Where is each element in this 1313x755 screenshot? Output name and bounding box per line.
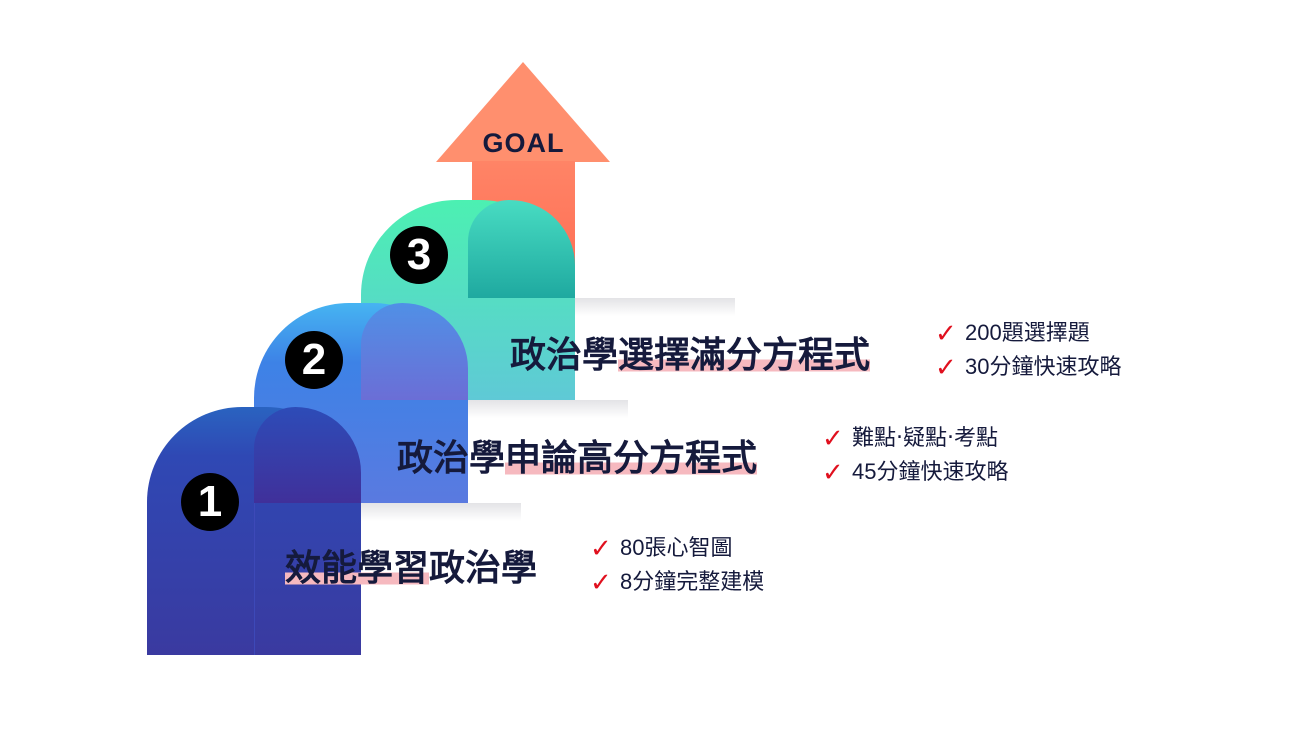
title-highlight: 選擇滿分方程式 bbox=[618, 334, 871, 375]
list-item: ✓ 難點‧疑點‧考點 bbox=[822, 421, 1008, 455]
bullet-text: 8分鐘完整建模 bbox=[620, 569, 765, 594]
list-item: ✓ 200題選擇題 bbox=[935, 316, 1121, 350]
step2-number-badge: 2 bbox=[285, 331, 343, 389]
title-highlight: 效能學習 bbox=[285, 547, 430, 588]
check-icon: ✓ bbox=[590, 567, 612, 597]
title-text: 政治學 bbox=[510, 334, 619, 375]
goal-arrow-head bbox=[436, 62, 610, 162]
title-text: 政治學 bbox=[429, 547, 538, 588]
step1-tread-shadow bbox=[361, 503, 521, 521]
step2-bullets: ✓ 難點‧疑點‧考點 ✓ 45分鐘快速攻略 bbox=[822, 421, 1008, 489]
step3-bullets: ✓ 200題選擇題 ✓ 30分鐘快速攻略 bbox=[935, 316, 1121, 384]
step2-tread-shadow bbox=[468, 400, 628, 418]
check-icon: ✓ bbox=[822, 457, 844, 487]
bullet-text: 200題選擇題 bbox=[965, 320, 1090, 345]
check-icon: ✓ bbox=[822, 423, 844, 453]
step1-number-badge: 1 bbox=[181, 473, 239, 531]
step1-edge bbox=[254, 503, 255, 655]
goal-label: GOAL bbox=[482, 128, 565, 158]
bullet-text: 難點‧疑點‧考點 bbox=[852, 425, 998, 450]
step3-tread-shadow bbox=[575, 298, 735, 316]
title-text: 政治學 bbox=[397, 437, 506, 478]
step1-bullets: ✓ 80張心智圖 ✓ 8分鐘完整建模 bbox=[590, 531, 764, 599]
step3-title: 政治學選擇滿分方程式 bbox=[510, 333, 871, 377]
check-icon: ✓ bbox=[935, 318, 957, 348]
list-item: ✓ 45分鐘快速攻略 bbox=[822, 455, 1008, 489]
check-icon: ✓ bbox=[935, 352, 957, 382]
bullet-text: 80張心智圖 bbox=[620, 535, 733, 560]
bullet-text: 45分鐘快速攻略 bbox=[852, 459, 1009, 484]
step2-title: 政治學申論高分方程式 bbox=[397, 436, 758, 480]
list-item: ✓ 80張心智圖 bbox=[590, 531, 764, 565]
bullet-text: 30分鐘快速攻略 bbox=[965, 354, 1122, 379]
step1-title: 效能學習政治學 bbox=[285, 546, 537, 590]
title-highlight: 申論高分方程式 bbox=[505, 437, 758, 478]
list-item: ✓ 30分鐘快速攻略 bbox=[935, 350, 1121, 384]
list-item: ✓ 8分鐘完整建模 bbox=[590, 565, 764, 599]
step3-number-badge: 3 bbox=[390, 226, 448, 284]
check-icon: ✓ bbox=[590, 533, 612, 563]
